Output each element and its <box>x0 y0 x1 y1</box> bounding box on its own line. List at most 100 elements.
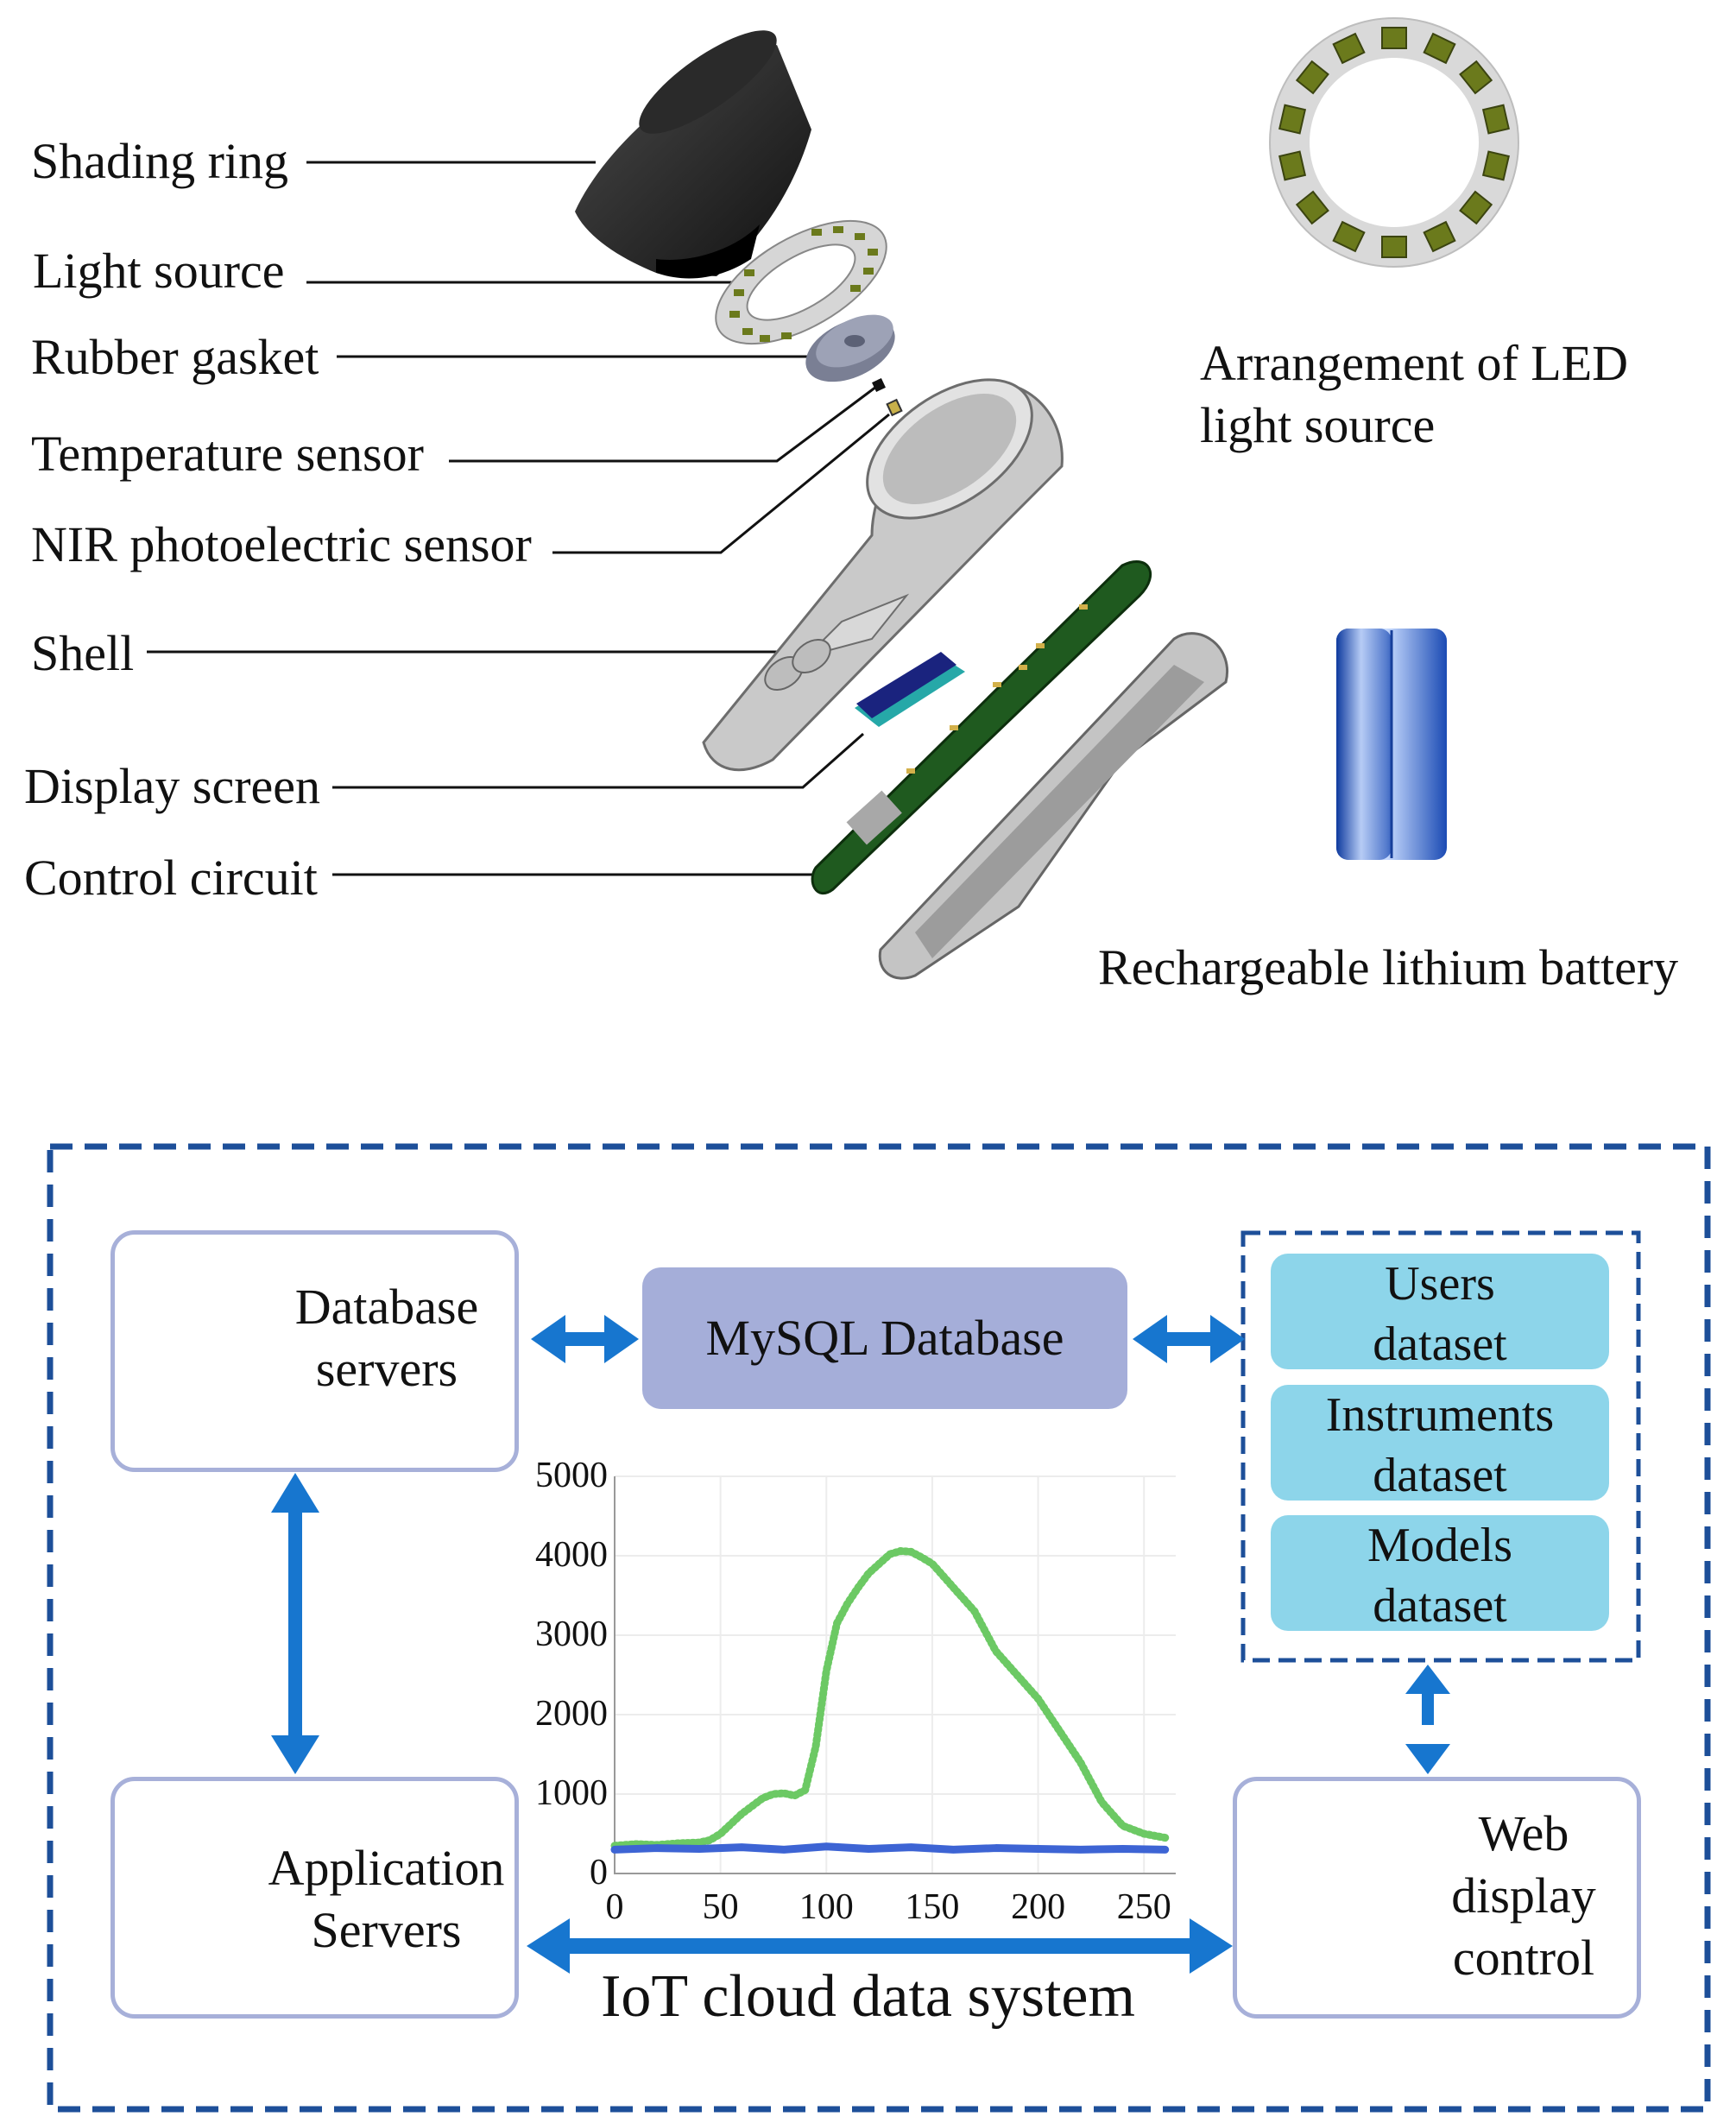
chart-point <box>1161 1846 1169 1854</box>
chart-point <box>843 1600 851 1608</box>
label-nir-sensor: NIR photoelectric sensor <box>31 516 532 572</box>
chart-point <box>759 1794 767 1802</box>
temperature-sensor-part <box>872 378 886 392</box>
chart-point <box>992 1844 1000 1852</box>
led-chip <box>1481 104 1510 135</box>
label-display-screen: Display screen <box>24 758 321 814</box>
bottom-tray-part <box>878 632 1228 980</box>
chart-x-tick-label: 50 <box>702 1887 739 1927</box>
chart-point <box>696 1845 704 1853</box>
chart-x-tick-label: 150 <box>905 1887 960 1927</box>
rubber-gasket-part <box>805 314 895 382</box>
led-chip <box>1381 236 1407 258</box>
led-chip <box>1278 104 1307 135</box>
led-chip <box>1459 60 1493 95</box>
shading-ring-part <box>575 30 811 279</box>
chart-point <box>1140 1830 1148 1837</box>
chart-point <box>1034 1695 1042 1703</box>
arrow-datasets-web <box>1405 1665 1450 1774</box>
label-shading-ring: Shading ring <box>31 133 289 189</box>
chart-y-tick-label: 1000 <box>535 1773 608 1813</box>
light-source-part <box>715 219 887 345</box>
chart-point <box>1013 1671 1021 1678</box>
dataset-users-line1: Users <box>1385 1257 1495 1311</box>
chart-point <box>950 1583 957 1591</box>
led-chip <box>1423 32 1456 65</box>
battery-caption: Rechargeable lithium battery <box>1098 939 1679 995</box>
database-servers-line1: Database <box>294 1279 479 1335</box>
chart-point <box>907 1843 915 1851</box>
led-chip <box>1332 220 1366 253</box>
chart-point <box>801 1786 809 1794</box>
led-arrangement-diagram <box>1269 17 1519 268</box>
chart-point <box>865 1570 873 1577</box>
chart-point <box>950 1846 957 1854</box>
chart-point <box>791 1791 799 1799</box>
web-display-line2: display <box>1451 1867 1596 1924</box>
chart-y-tick-label: 2000 <box>535 1694 608 1734</box>
dataset-models: Models dataset <box>1271 1515 1609 1633</box>
application-servers-line1: Application <box>268 1840 505 1896</box>
dataset-instruments: Instruments dataset <box>1271 1385 1609 1502</box>
web-display-label: Web display control <box>1433 1803 1614 1989</box>
led-chip <box>1295 190 1329 225</box>
led-chip <box>1381 27 1407 49</box>
datasets-frame <box>1240 1230 1641 1663</box>
leader-nir-sensor <box>552 413 890 554</box>
spectrum-chart <box>610 1475 1176 1874</box>
leader-display-screen <box>332 732 864 789</box>
chart-y-tick-label: 4000 <box>535 1535 608 1575</box>
led-caption-line1: Arrangement of LED <box>1200 335 1629 391</box>
chart-point <box>897 1547 905 1555</box>
chart-point <box>1119 1822 1127 1829</box>
chart-point <box>1056 1727 1064 1734</box>
chart-x-tick-label: 200 <box>1011 1887 1066 1927</box>
database-servers-line2: servers <box>315 1341 458 1397</box>
chart-point <box>738 1810 746 1817</box>
application-servers-label: Application Servers <box>259 1837 514 1962</box>
chart-point <box>1161 1834 1169 1842</box>
chart-point <box>1034 1845 1042 1853</box>
arrow-db-mysql <box>531 1315 639 1363</box>
shell-part <box>702 378 1064 772</box>
chart-point <box>1076 1846 1084 1854</box>
chart-point <box>653 1844 661 1852</box>
chart-point <box>907 1548 915 1556</box>
application-servers-box <box>110 1777 519 2019</box>
chart-point <box>716 1830 724 1837</box>
label-light-source: Light source <box>33 243 285 299</box>
label-control-circuit: Control circuit <box>24 850 318 906</box>
chart-point <box>780 1846 788 1854</box>
mysql-database-box: MySQL Database <box>642 1267 1127 1409</box>
chart-point <box>855 1583 862 1591</box>
web-display-line1: Web <box>1478 1805 1569 1861</box>
battery-part <box>1336 629 1447 860</box>
display-screen-part <box>855 652 965 727</box>
chart-point <box>706 1836 714 1844</box>
chart-point <box>970 1608 978 1615</box>
web-display-line3: control <box>1452 1930 1595 1986</box>
control-circuit-part <box>811 559 1152 895</box>
dataset-models-line1: Models <box>1367 1519 1512 1572</box>
label-shell: Shell <box>31 625 135 681</box>
chart-point <box>992 1647 1000 1655</box>
led-chip <box>1332 32 1366 65</box>
light-source-leds <box>729 226 878 342</box>
chart-point <box>823 1842 830 1850</box>
arrow-db-app <box>271 1473 319 1774</box>
chart-point <box>875 1560 883 1568</box>
chart-x-tick-label: 250 <box>1116 1887 1171 1927</box>
chart-point <box>696 1839 704 1847</box>
chart-axes <box>614 1476 1176 1874</box>
dataset-instruments-line2: dataset <box>1373 1449 1507 1502</box>
chart-point <box>939 1572 947 1579</box>
chart-series-line <box>610 1842 1170 1854</box>
chart-point <box>833 1620 841 1627</box>
chart-point <box>1119 1845 1127 1853</box>
leader-lines <box>147 161 890 876</box>
led-chip <box>1481 150 1510 181</box>
dataset-users-line2: dataset <box>1373 1317 1507 1371</box>
chart-point <box>611 1846 618 1854</box>
chart-point <box>812 1742 820 1750</box>
led-chip-group <box>1278 27 1510 258</box>
